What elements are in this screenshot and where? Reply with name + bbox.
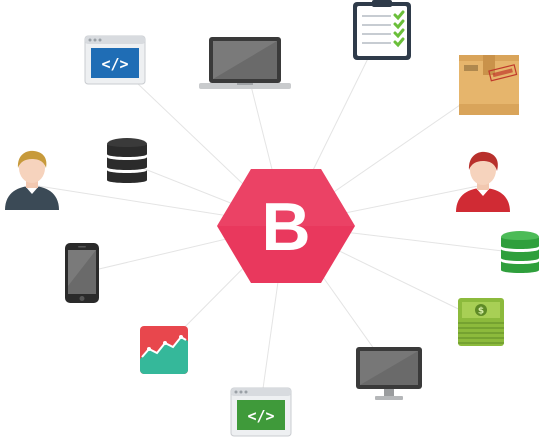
hub-letter: B xyxy=(261,189,310,265)
laptop-icon xyxy=(199,36,291,90)
user-icon xyxy=(1,148,63,210)
svg-text:$: $ xyxy=(478,307,484,317)
svg-text:</>: </> xyxy=(247,407,274,425)
svg-text:</>: </> xyxy=(101,55,128,73)
database-icon xyxy=(105,137,149,187)
chart-icon xyxy=(139,325,189,375)
monitor-icon xyxy=(355,346,423,402)
code-window-icon: </> xyxy=(84,35,146,85)
code-window-icon: </> xyxy=(230,387,292,437)
hub-logo: B xyxy=(216,168,356,284)
checklist-icon xyxy=(351,0,413,62)
package-icon xyxy=(458,54,520,116)
user-icon xyxy=(452,150,514,212)
phone-icon xyxy=(64,242,100,304)
money-icon: $ xyxy=(457,297,505,347)
database-icon xyxy=(499,230,539,278)
